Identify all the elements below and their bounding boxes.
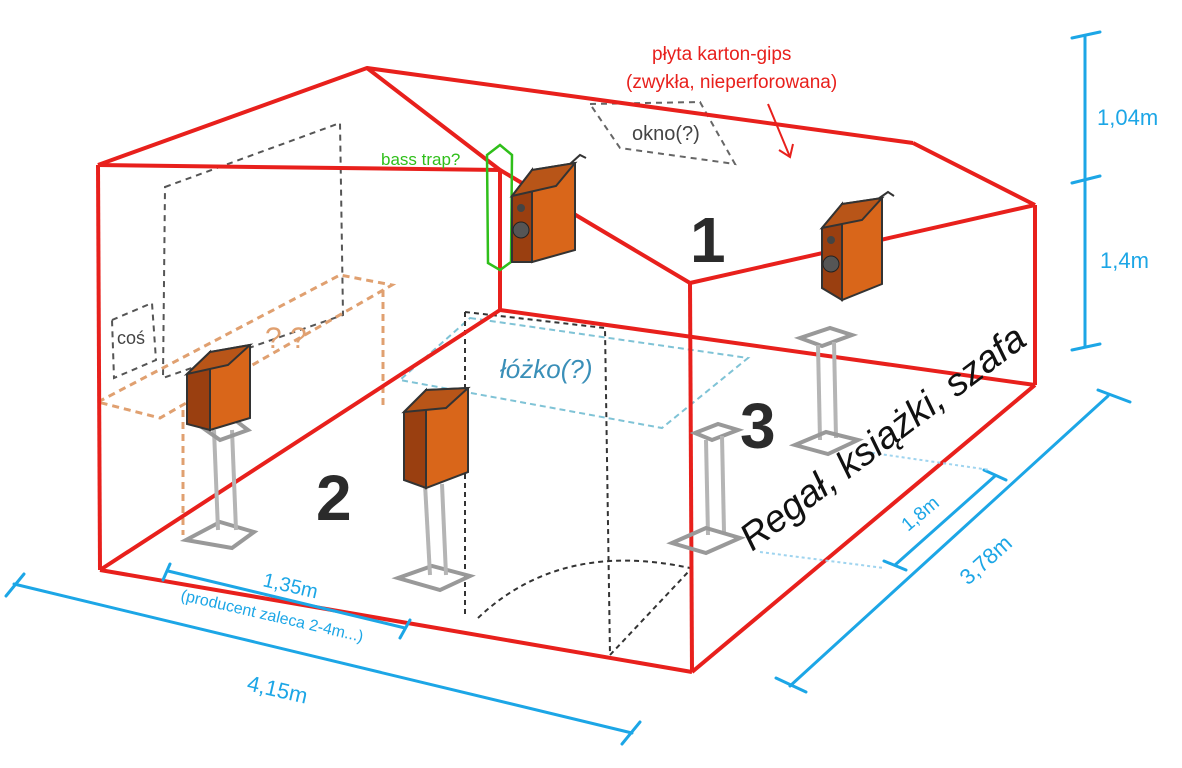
label-bass-trap: bass trap? — [381, 150, 460, 169]
room-outline — [96, 66, 1037, 674]
something-box — [110, 301, 158, 380]
drywall-arrow — [767, 103, 791, 158]
label-zone-1: 1 — [690, 204, 726, 276]
speaker-front-center — [401, 386, 471, 490]
label-question-marks: ? ? — [265, 322, 307, 355]
speaker-back-right — [819, 190, 895, 302]
label-drywall-line2: (zwykła, nieperforowana) — [626, 72, 837, 93]
desk — [93, 273, 397, 535]
dim-roof-height: 1,04m — [1097, 105, 1158, 130]
window-outline — [588, 100, 737, 166]
speaker-stand-left-front — [179, 417, 259, 551]
label-bed: łóżko(?) — [500, 354, 592, 384]
dimension-dotted-guides — [759, 451, 991, 569]
speaker-stand-right-near — [666, 421, 746, 556]
dim-room-depth: 3,78m — [955, 530, 1017, 590]
speaker-stand-center-front — [391, 483, 476, 593]
wall-panel-outline — [161, 121, 345, 380]
label-zone-2: 2 — [316, 462, 352, 534]
speaker-front-left — [183, 343, 254, 432]
speaker-stand-right-far — [788, 325, 864, 457]
dim-wall-height: 1,4m — [1100, 248, 1149, 273]
label-shelf: Regał, książki, szafa — [732, 317, 1034, 559]
label-zone-3: 3 — [740, 390, 776, 462]
speaker-back-left — [509, 153, 587, 264]
label-drywall-line1: płyta karton-gips — [652, 44, 791, 65]
drywall-arrowhead — [778, 143, 794, 159]
dim-room-width: 4,15m — [245, 671, 310, 709]
dimension-lines — [4, 30, 1132, 746]
label-something: coś — [117, 328, 145, 348]
label-window: okno(?) — [632, 123, 700, 145]
bed-outline — [397, 316, 751, 430]
